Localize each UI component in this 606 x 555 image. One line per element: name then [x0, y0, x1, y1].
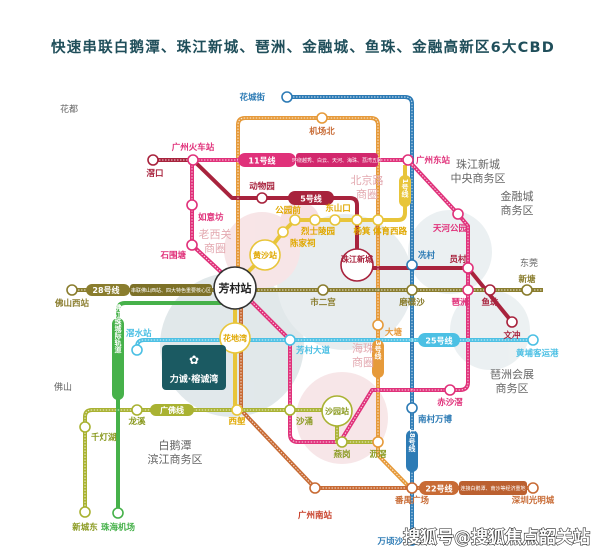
line-badges: 11号线 环绕越秀、白云、天河、海珠、荔湾五区 5号线 1号线 28号线 串联佛… — [86, 153, 527, 495]
station-huacheng[interactable]: 花城街 — [239, 92, 265, 103]
zone-foshan: 佛山 — [54, 381, 72, 393]
line-intercity — [116, 301, 225, 513]
line-1-label: 1号线 — [401, 179, 409, 199]
station-fenshui[interactable]: 滘水站 — [125, 328, 152, 339]
zone-zjxc-2: 中央商务区 — [451, 171, 506, 185]
zone-baietan: 白鹅潭 — [159, 438, 192, 452]
station-shachong[interactable]: 沙涌 — [296, 416, 313, 427]
line-18-label: 18号线 — [408, 428, 416, 453]
zone-laoxiguan: 老西关 — [199, 227, 232, 241]
station-datang[interactable]: 大塘 — [385, 327, 403, 338]
station-modiesha[interactable]: 磨碟沙 — [398, 297, 425, 308]
guangfo-label: 广佛线 — [160, 405, 184, 415]
station-foshanxi[interactable]: 佛山西站 — [54, 298, 90, 309]
station-yuancun[interactable]: 员村 — [449, 254, 467, 265]
station-nancun[interactable]: 南村万博 — [418, 414, 453, 425]
station-markers — [66, 91, 539, 546]
station-labels: 花城街 机场北 广州火车站 滘口 广州东站 动物园 如意坊 石围塘 公园前 烈士… — [54, 92, 559, 547]
map-title: 快速串联白鹅潭、珠江新城、琶洲、金融城、鱼珠、金融高新区6大CBD — [51, 38, 555, 56]
station-gongyuanqian[interactable]: 公园前 — [275, 205, 301, 216]
station-zhujiang[interactable]: 珠江新城 — [341, 254, 373, 264]
station-fangcun[interactable]: 芳村站 — [219, 281, 252, 295]
zone-beijinglu-2: 商圈 — [356, 187, 378, 201]
zone-laoxiguan-2: 商圈 — [204, 241, 226, 255]
station-jiaokou[interactable]: 滘口 — [145, 168, 163, 179]
line-guangfo — [83, 408, 378, 512]
intercity-label: 广佛江珠城际轨道 — [114, 296, 123, 354]
zone-baietan-2: 滨江商务区 — [148, 452, 203, 466]
zone-jrc: 金融城 — [501, 189, 534, 203]
line-22-label: 22号线 — [425, 484, 452, 494]
station-pazhou[interactable]: 琶洲 — [451, 298, 468, 308]
station-ruyifang[interactable]: 如意坊 — [198, 212, 224, 223]
station-qiandenghu[interactable]: 千灯湖 — [91, 432, 117, 443]
brand-logo-icon: ✿ — [189, 353, 199, 367]
line-25-label: 25号线 — [425, 336, 452, 346]
zone-dongguan: 东莞 — [520, 257, 538, 269]
station-xinchengdong[interactable]: 新城东 — [72, 522, 98, 533]
zone-jrc-2: 商务区 — [501, 203, 534, 217]
project-brand: ✿ 力诚·榕诚湾 — [162, 345, 226, 390]
station-zhuhai[interactable]: 珠海机场 — [101, 522, 136, 533]
station-chishajiao[interactable]: 赤沙滘 — [437, 397, 463, 408]
station-dongshankou[interactable]: 东山口 — [325, 203, 351, 214]
station-gznan[interactable]: 广州南站 — [298, 510, 333, 521]
zone-haizhu-2: 商圈 — [352, 355, 374, 369]
station-longxi[interactable]: 龙溪 — [127, 416, 146, 427]
station-huadiwan[interactable]: 花地湾 — [223, 333, 247, 343]
station-yangji[interactable]: 杨箕 — [353, 226, 371, 237]
station-tianhe[interactable]: 天河公园 — [433, 223, 467, 234]
watermark: 搜狐号@搜狐焦点韶关站 — [403, 527, 590, 548]
station-dongwuyuan[interactable]: 动物园 — [249, 181, 275, 192]
station-tiyuxilu[interactable]: 体育西路 — [373, 226, 408, 237]
zone-haizhu: 海珠 — [352, 341, 374, 355]
line-11-desc: 环绕越秀、白云、天河、海珠、荔湾五区 — [292, 157, 382, 164]
station-yangang[interactable]: 燕岗 — [333, 449, 350, 460]
zone-pazhou-2: 商务区 — [496, 381, 529, 395]
station-gzhuoche[interactable]: 广州火车站 — [172, 142, 215, 153]
station-wanqingsha[interactable]: 万顷沙 — [376, 537, 403, 547]
station-shiergong[interactable]: 市二宫 — [310, 297, 336, 308]
station-yuzhu[interactable]: 鱼珠 — [481, 297, 499, 308]
station-huangsha[interactable]: 黄沙站 — [253, 250, 277, 260]
station-gzdong[interactable]: 广州东站 — [416, 155, 451, 166]
station-shayuan[interactable]: 沙园站 — [325, 406, 349, 416]
brand-name: 力诚·榕诚湾 — [170, 373, 218, 385]
station-xintang[interactable]: 新塘 — [518, 274, 536, 285]
line-3-label: 3号线 — [374, 341, 382, 361]
district-labels: 花都 老西关 商圈 北京路 商圈 珠江新城 中央商务区 金融城 商务区 东莞 佛… — [54, 103, 538, 466]
station-xiancun[interactable]: 冼村 — [418, 250, 436, 261]
station-lijiao[interactable]: 沥滘 — [369, 449, 387, 460]
station-jichangbei[interactable]: 机场北 — [309, 126, 335, 137]
zone-pazhou: 琶洲会展 — [490, 368, 534, 381]
zone-huadu: 花都 — [60, 103, 78, 115]
station-shiweitang[interactable]: 石围塘 — [159, 250, 186, 261]
station-wenchong[interactable]: 文冲 — [503, 330, 521, 341]
zone-beijinglu: 北京路 — [351, 173, 384, 187]
line-22-desc: 连接白鹅潭、南沙等经济重地 — [460, 485, 525, 492]
station-fangcundadao[interactable]: 芳村大道 — [296, 345, 331, 356]
station-chenjiaci[interactable]: 陈家祠 — [290, 238, 316, 249]
line-28-label: 28号线 — [92, 285, 119, 295]
line-11-label: 11号线 — [248, 156, 275, 166]
station-lieshi[interactable]: 烈士陵园 — [301, 226, 335, 237]
zone-zjxc: 珠江新城 — [456, 157, 500, 171]
line-28-desc: 串联佛山西站、四大特色重要核心区 — [131, 287, 211, 294]
station-panyu[interactable]: 番禺广场 — [394, 495, 430, 506]
line-1 — [233, 165, 407, 287]
station-xilang[interactable]: 西塱 — [228, 416, 246, 427]
station-huangpu[interactable]: 黄埔客运港 — [516, 348, 559, 359]
station-shenzhen[interactable]: 深圳光明城 — [512, 495, 555, 506]
line-5-label: 5号线 — [300, 194, 322, 204]
